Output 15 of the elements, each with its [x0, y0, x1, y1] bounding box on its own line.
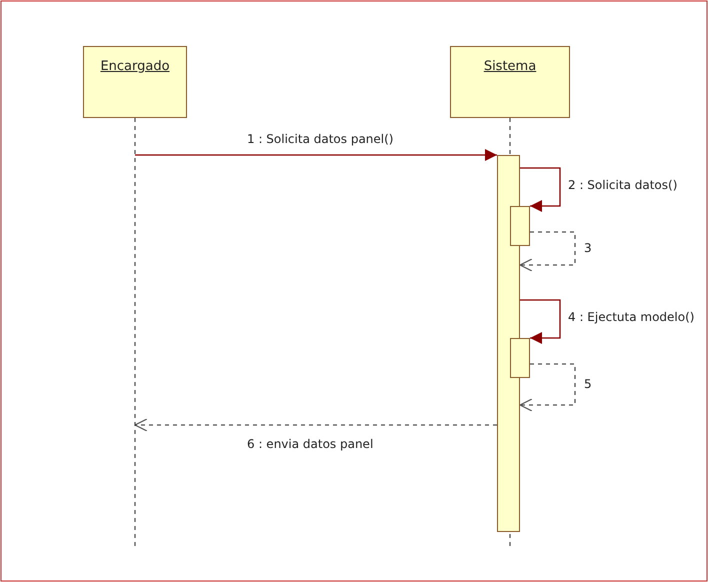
activation-bar — [497, 155, 520, 532]
message-label: 2 : Solicita datos() — [566, 178, 680, 193]
message-label: 1 : Solicita datos panel() — [245, 132, 396, 147]
message-arrow — [520, 299, 561, 344]
object-name: Encargado — [100, 59, 170, 74]
message-arrow — [520, 167, 561, 212]
return-arrow — [134, 418, 497, 432]
message-arrow — [135, 149, 497, 161]
object-name: Sistema — [484, 59, 536, 74]
message-label: 4 : Ejectuta modelo() — [566, 310, 696, 325]
activation-bar — [510, 338, 530, 378]
return-arrow — [519, 363, 576, 412]
return-arrow — [519, 231, 576, 272]
activation-bar — [510, 206, 530, 246]
message-label: 6 : envia datos panel — [245, 437, 376, 452]
